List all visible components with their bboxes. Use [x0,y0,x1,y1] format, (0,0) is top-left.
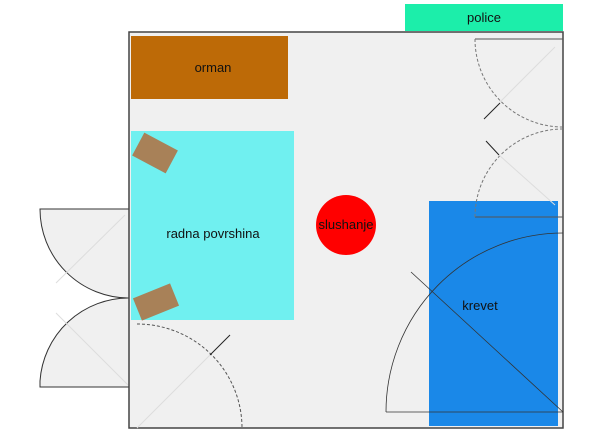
chair-bottom[interactable] [132,283,180,321]
slushanje-label: slushanje [319,217,374,232]
door-swing-line [55,312,129,386]
door-swing-line [55,214,126,284]
door-middle-right[interactable] [474,128,564,218]
krevet-bed[interactable] [429,201,558,426]
orman-wardrobe[interactable] [131,36,288,99]
radna-label: radna povrshina [166,226,260,241]
left-double-door[interactable] [39,208,130,388]
door-bed[interactable] [385,232,564,413]
chair-top[interactable] [132,132,178,174]
orman-label: orman [195,60,232,75]
slushanje-circle[interactable] [316,195,376,255]
door-top-right[interactable] [474,38,564,128]
police-shelf[interactable] [405,4,563,31]
door-bottom-left[interactable] [136,323,243,429]
krevet-label: krevet [462,298,498,313]
police-label: police [467,10,501,25]
